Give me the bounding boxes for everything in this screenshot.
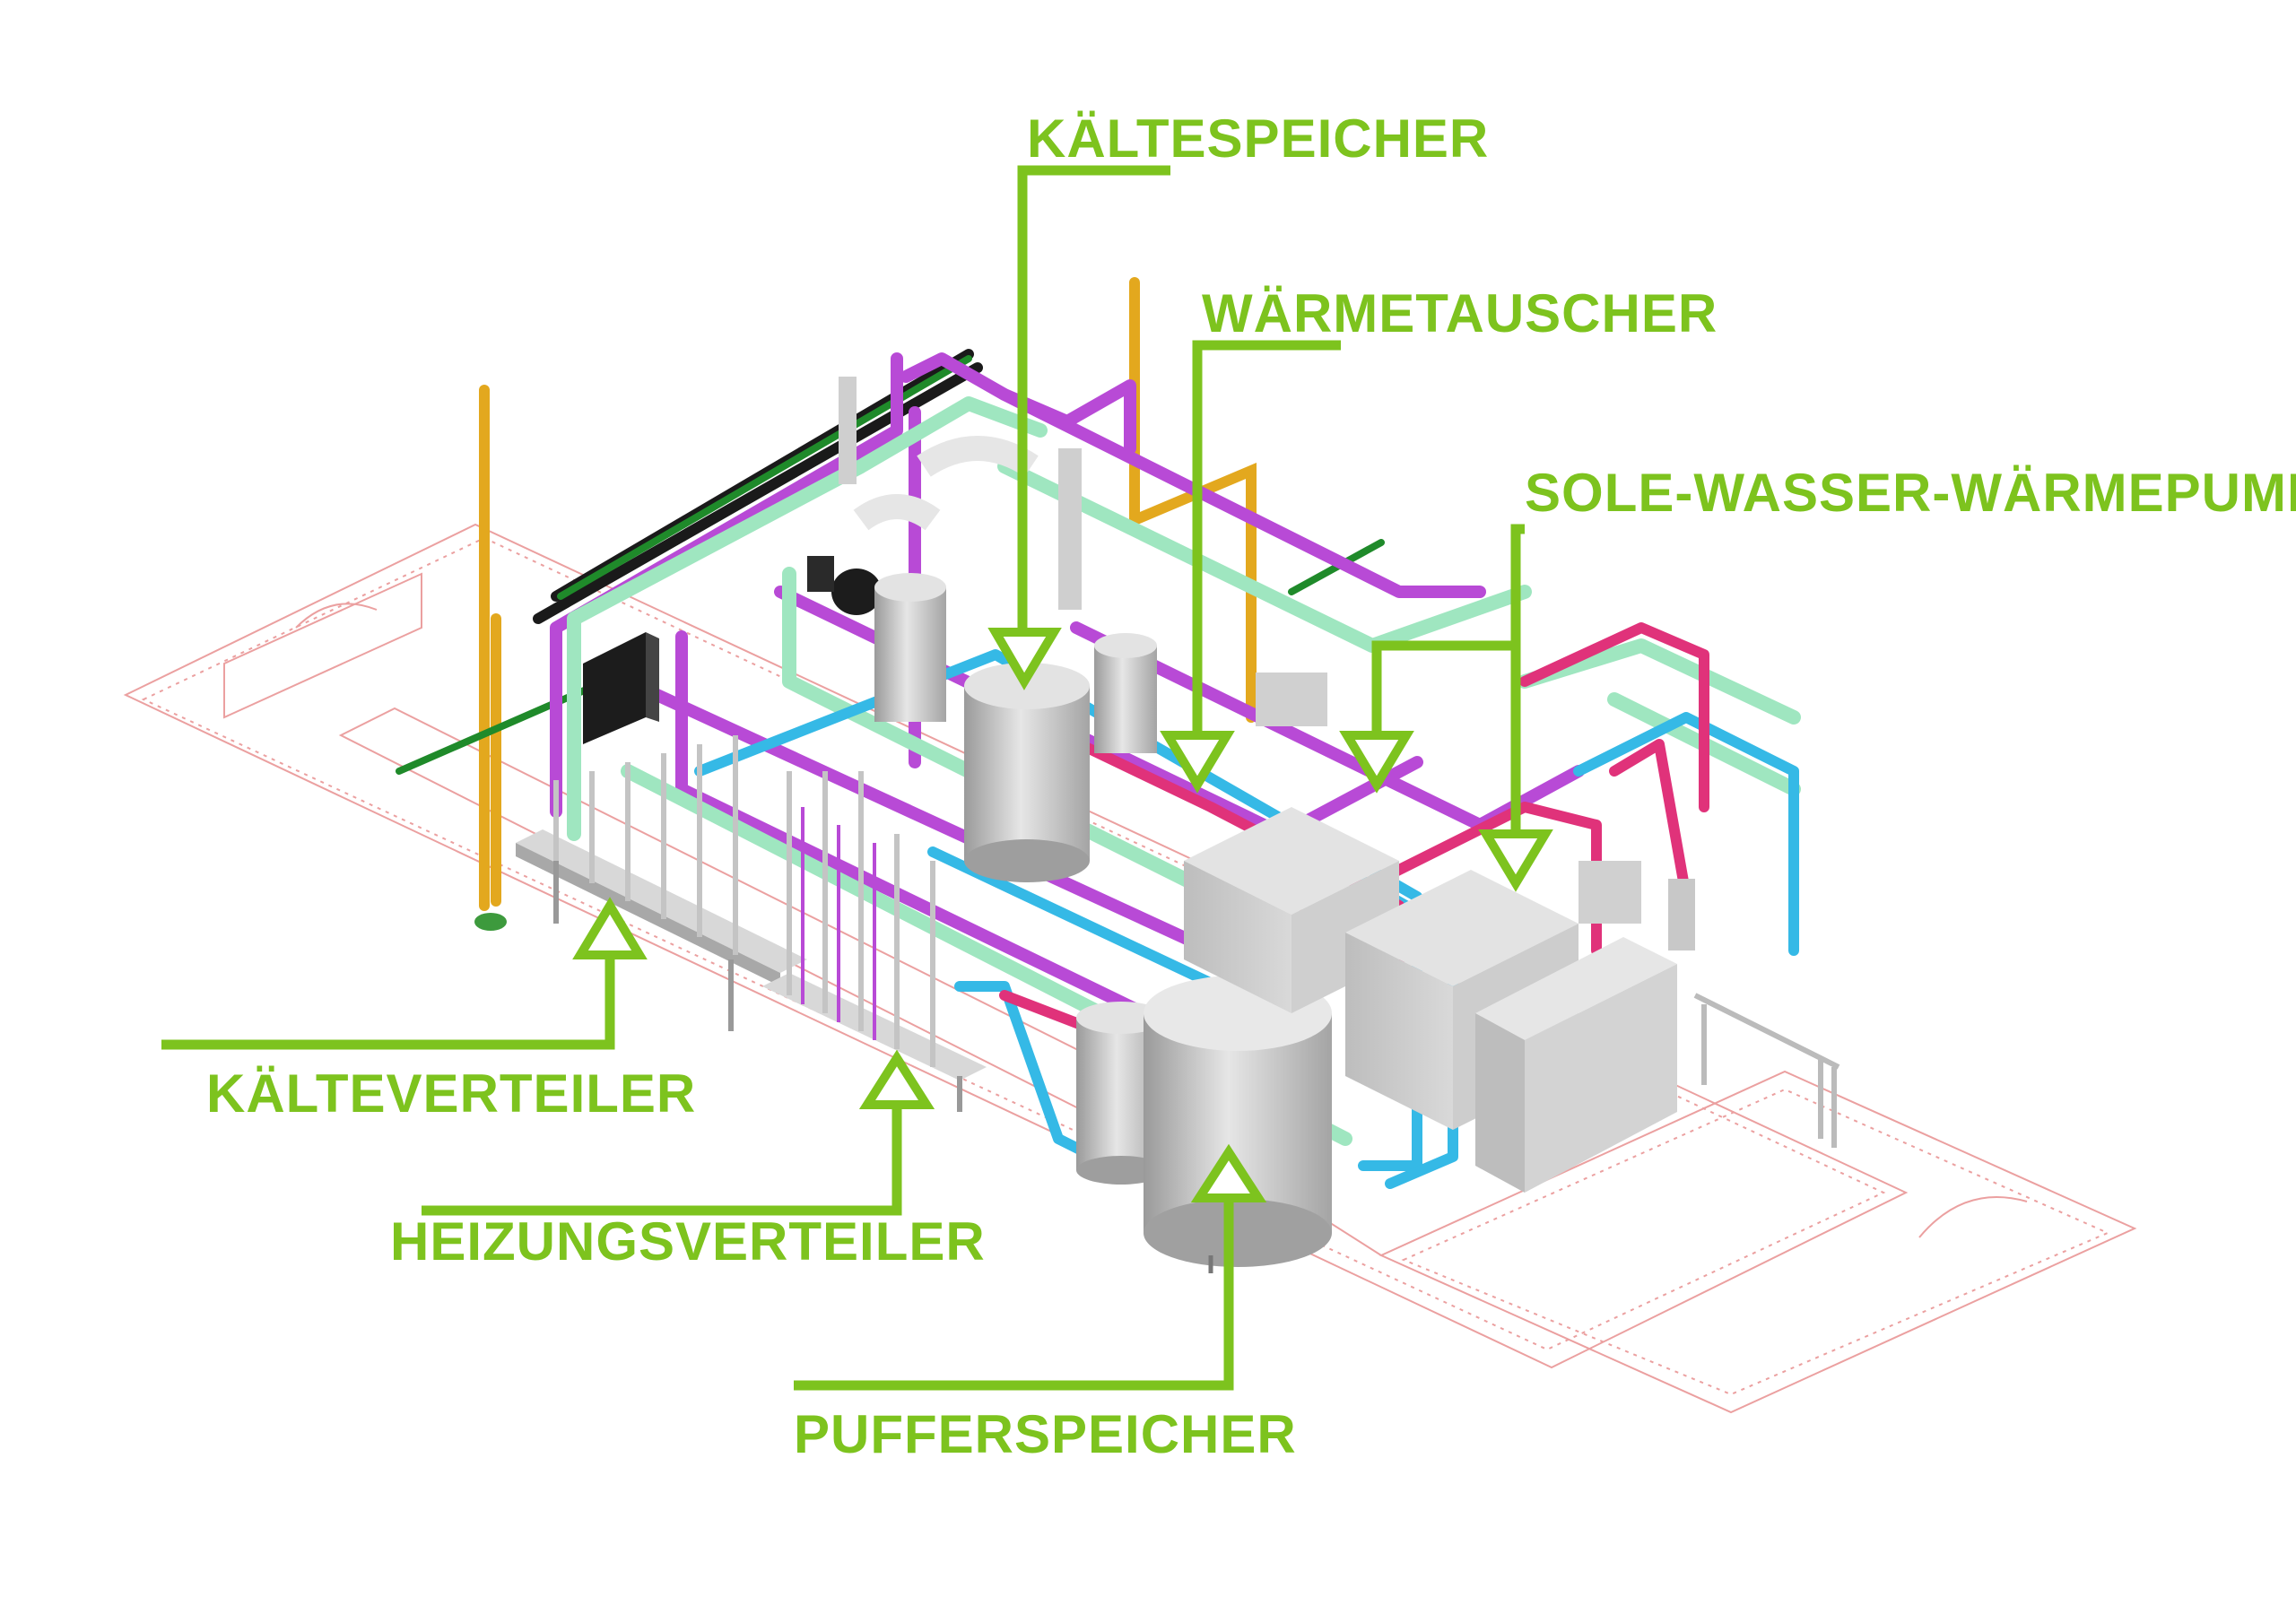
pump-units-right [1256, 673, 1695, 950]
label-waermetauscher: WÄRMETAUSCHER [1202, 283, 1718, 343]
heizungsverteiler-manifold [762, 771, 987, 1112]
label-kaeltespeicher: KÄLTESPEICHER [1027, 108, 1489, 169]
arrow-waermepumpe-left [1339, 731, 1414, 794]
callout-leaders [161, 165, 1525, 1391]
arrow-waermetauscher [1160, 731, 1235, 794]
arrow-kaelteverteiler [572, 897, 648, 959]
label-heizungsverteiler: HEIZUNGSVERTEILER [390, 1211, 986, 1271]
control-cabinet [583, 632, 659, 744]
heat-pump-box-front [1475, 937, 1677, 1193]
arrow-heizungsverteiler [858, 1049, 935, 1109]
arrow-pufferspeicher [1190, 1143, 1267, 1202]
label-pufferspeicher: PUFFERSPEICHER [794, 1404, 1297, 1464]
yellow-riser-base [474, 913, 507, 931]
kaelteverteiler-manifold [516, 735, 807, 1031]
label-kaelteverteiler: KÄLTEVERTEILER [206, 1063, 696, 1124]
arrow-waermepumpe-right [1478, 829, 1553, 892]
tank-pufferspeicher [1144, 976, 1332, 1273]
tank-small-rear [874, 573, 1157, 753]
callout-arrows [572, 628, 1553, 1202]
label-sole-wasser-waermepumpe: SOLE-WASSER-WÄRMEPUMPE [1525, 463, 2296, 523]
tank-kaeltespeicher [964, 663, 1090, 882]
arrow-kaeltespeicher [987, 628, 1062, 690]
support-stand-right [1693, 993, 1840, 1148]
